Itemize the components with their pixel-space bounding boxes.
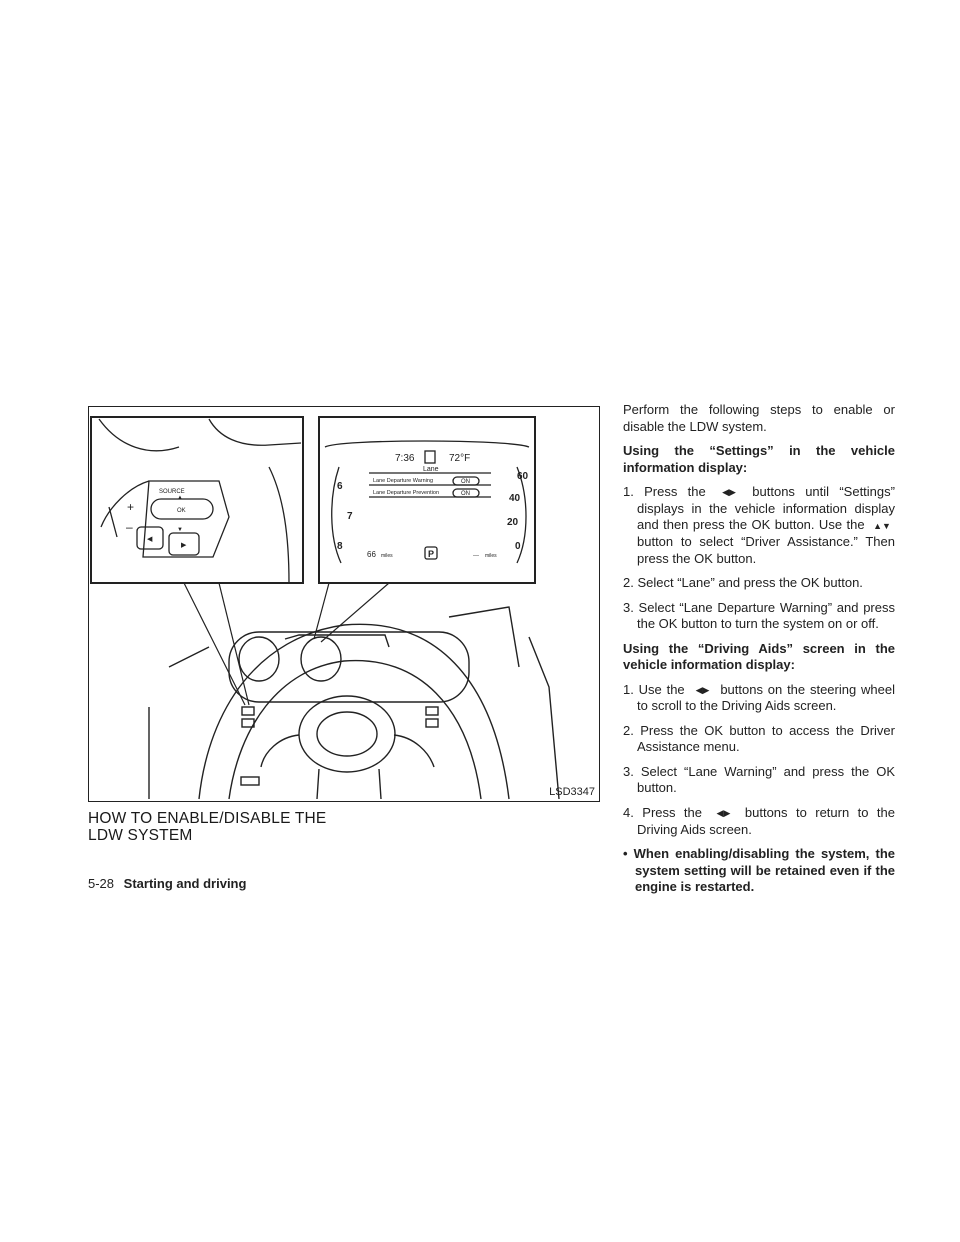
svg-text:7: 7 <box>347 511 353 522</box>
svg-text:7:36: 7:36 <box>395 453 415 464</box>
note-bullet: • When enabling/disabling the system, th… <box>623 846 895 895</box>
svg-text:6: 6 <box>337 481 343 492</box>
svg-text:SOURCE: SOURCE <box>159 489 185 495</box>
svg-text:ON: ON <box>461 491 470 497</box>
vehicle-info-display-inset: 7:36 72°F Lane Lane Departure Warning La… <box>318 416 536 584</box>
steering-switch-inset: SOURCE OK + – ▲ ▼ ◀ ▶ <box>90 416 304 584</box>
steering-wheel-illustration: SOURCE OK + – ▲ ▼ ◀ ▶ 7:3 <box>90 416 560 800</box>
driving-aids-step-1: 1. Use the ◀▶ buttons on the steering wh… <box>623 681 895 714</box>
settings-step-2: 2. Select “Lane” and press the OK button… <box>623 575 863 591</box>
svg-text:72°F: 72°F <box>449 453 470 464</box>
driving-aids-step-3: 3. Select “Lane Warning” and press the O… <box>623 763 895 796</box>
svg-text:–: – <box>126 520 133 534</box>
heading-line-1: HOW TO ENABLE/DISABLE THE <box>88 810 327 827</box>
svg-text:▼: ▼ <box>177 527 183 533</box>
svg-text:---: --- <box>473 553 479 559</box>
svg-text:Lane Departure Warning: Lane Departure Warning <box>373 478 433 484</box>
driving-aids-step-4: 4. Press the ◀▶ buttons to return to the… <box>623 804 895 837</box>
figure-illustration: SOURCE OK + – ▲ ▼ ◀ ▶ 7:3 <box>88 406 600 802</box>
svg-text:miles: miles <box>485 553 497 559</box>
up-down-arrows-icon: ▲▼ <box>873 520 891 531</box>
driving-aids-step-2: 2. Press the OK button to access the Dri… <box>623 722 895 755</box>
svg-text:ON: ON <box>461 479 470 485</box>
page-number: 5-28 <box>88 876 115 891</box>
settings-step-3: 3. Select “Lane Departure Warning” and p… <box>623 599 895 632</box>
settings-step-1: 1. Press the ◀▶ buttons until “Settings”… <box>623 484 895 566</box>
svg-text:miles: miles <box>381 553 393 559</box>
svg-text:8: 8 <box>337 541 343 552</box>
svg-text:▲: ▲ <box>177 495 183 501</box>
svg-text:P: P <box>428 549 434 559</box>
svg-text:+: + <box>127 500 134 514</box>
svg-text:Lane Departure Prevention: Lane Departure Prevention <box>373 490 439 496</box>
svg-text:Lane: Lane <box>423 466 439 473</box>
svg-text:◀: ◀ <box>147 536 153 543</box>
left-right-arrows-icon: ◀▶ <box>722 487 736 498</box>
left-right-arrows-icon: ◀▶ <box>695 684 710 695</box>
svg-text:0: 0 <box>515 541 521 552</box>
settings-subheading: Using the “Settings” in the vehicle info… <box>623 443 895 475</box>
page-footer: 5-28 Starting and driving <box>88 876 246 891</box>
instructions-column: Perform the following steps to enable or… <box>623 402 895 896</box>
figure-code: LSD3347 <box>549 786 595 798</box>
svg-text:66: 66 <box>367 550 376 559</box>
svg-text:OK: OK <box>177 508 186 514</box>
svg-text:40: 40 <box>509 493 521 504</box>
intro-text: Perform the following steps to enable or… <box>623 402 895 434</box>
driving-aids-subheading: Using the “Driving Aids” screen in the v… <box>623 640 895 673</box>
svg-text:20: 20 <box>507 517 519 528</box>
svg-text:60: 60 <box>517 471 529 482</box>
left-right-arrows-icon: ◀▶ <box>716 808 731 819</box>
section-heading: HOW TO ENABLE/DISABLE THE LDW SYSTEM <box>88 810 388 844</box>
svg-text:▶: ▶ <box>181 542 187 549</box>
heading-line-2: LDW SYSTEM <box>88 827 193 844</box>
chapter-title: Starting and driving <box>123 876 247 891</box>
